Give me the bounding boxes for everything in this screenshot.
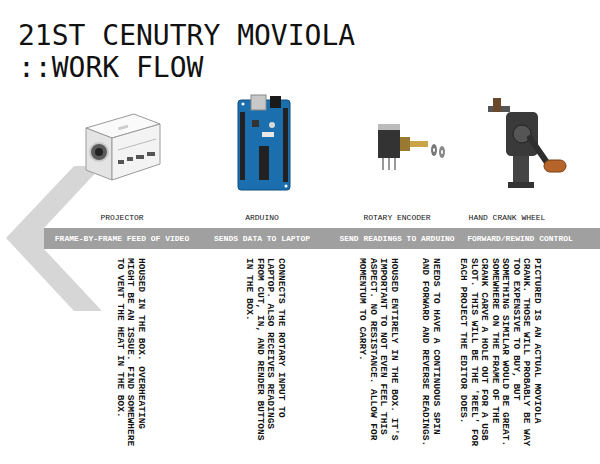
band-caption: SENDS DATA TO LAPTOP bbox=[214, 234, 310, 244]
arduino-picture bbox=[238, 95, 290, 190]
part-note: HOUSED ENTIRELY IN THE BOX. IT'S IMPORTA… bbox=[357, 258, 399, 450]
part-note: CONNECTS THE ROTARY INPUT TO LAPTOP. ALS… bbox=[244, 258, 286, 450]
projector-picture bbox=[86, 114, 160, 180]
band-caption: SEND READINGS TO ARDUINO bbox=[339, 234, 454, 244]
part-note: HOUSED IN THE BOX. OVERHEATING MIGHT BE … bbox=[115, 258, 147, 450]
rotary-encoder-picture bbox=[378, 124, 445, 170]
band-caption: FRAME-BY-FRAME FEED OF VIDEO bbox=[55, 234, 189, 244]
flow-band: FRAME-BY-FRAME FEED OF VIDEO SENDS DATA T… bbox=[44, 228, 600, 249]
part-name: ROTARY ENCODER bbox=[363, 213, 430, 223]
part-name: PROJECTOR bbox=[100, 213, 143, 223]
part-note: PICTURED IS AN ACTUAL MOVIOLA CRANK. THO… bbox=[458, 258, 542, 450]
title: 21ST CENUTRY MOVIOLA ::WORK FLOW bbox=[18, 20, 398, 84]
part-name: ARDUINO bbox=[245, 213, 279, 223]
part-note: NEEDS TO HAVE A CONTINUOUS SPIN AND FORW… bbox=[420, 258, 441, 450]
band-caption: FORWARD/REWIND CONTROL bbox=[467, 234, 573, 244]
part-name: HAND CRANK WHEEL bbox=[469, 213, 546, 223]
hand-crank-picture bbox=[488, 98, 566, 188]
